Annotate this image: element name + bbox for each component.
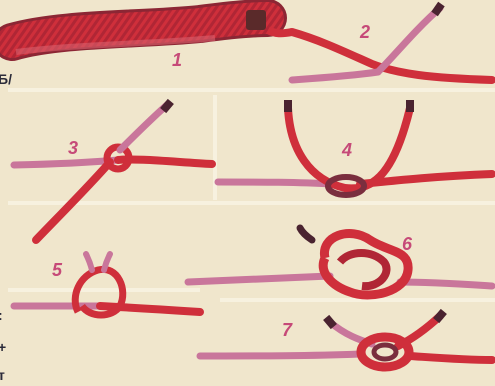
step-2-label: 2 [359, 22, 370, 42]
edge-text-c: + [0, 339, 6, 355]
step-5-label: 5 [52, 260, 63, 280]
step-3-label: 3 [68, 138, 78, 158]
step-1-label: 1 [172, 50, 182, 70]
step-7-label: 7 [282, 320, 293, 340]
step-6-label: 6 [402, 234, 413, 254]
edge-text-b: : [0, 307, 3, 323]
edge-text-a: Б/ [0, 71, 12, 87]
edge-text-d: т [0, 367, 5, 383]
step-4-label: 4 [341, 140, 352, 160]
